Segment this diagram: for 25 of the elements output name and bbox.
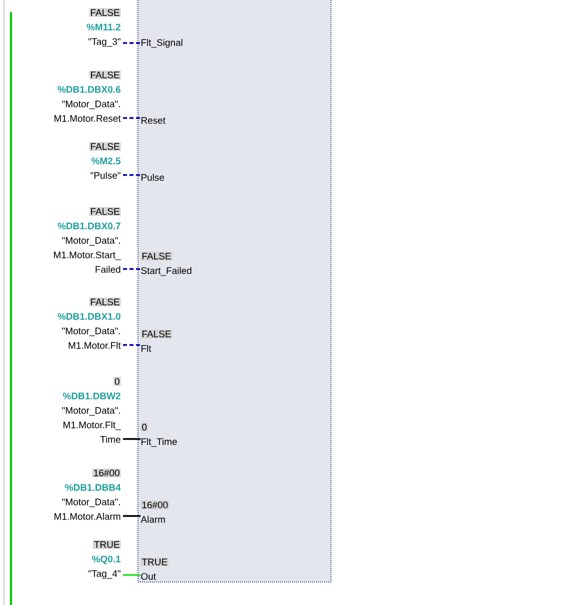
pin-label: 0 Flt_Time [140,422,177,447]
connection-line [123,117,140,119]
operand-label: 16#00 %DB1.DBB4 "Motor_Data". M1.Motor.Alarm [54,468,121,520]
pin-label: FALSE Flt [140,330,172,352]
operand-label: TRUE %Q0.1 "Tag_4" [88,540,121,579]
connection-line [123,438,140,440]
operand-label: FALSE %DB1.DBX0.6 "Motor_Data". M1.Motor.Reset [54,70,121,122]
pin-label: FALSE Start_Failed [140,252,192,276]
function-block [138,0,332,582]
operand-label: FALSE %DB1.DBX0.7 "Motor_Data". M1.Motor.Start_ Failed [54,207,121,273]
connection-line [123,515,140,517]
operand-label: FALSE %M2.5 "Pulse" [89,142,121,179]
operand-label: 0 %DB1.DBW2 "Motor_Data". M1.Motor.Flt_ Time [62,377,121,443]
pin-label: 16#00 Alarm [140,500,170,523]
operand-label: FALSE %M11.2 "Tag_3" [86,8,121,47]
operand-label: FALSE %DB1.DBX1.0 "Motor_Data". M1.Motor.Flt [58,298,121,349]
pin-label: TRUE Out [140,558,169,580]
connection-line [123,174,140,176]
connection-line [123,344,140,346]
connection-line [123,268,140,270]
pin-label: Reset [141,117,166,124]
connection-line [123,574,140,576]
pin-label: Pulse [141,174,164,181]
pin-label: Flt_Signal [141,38,182,48]
connection-line [123,42,140,44]
